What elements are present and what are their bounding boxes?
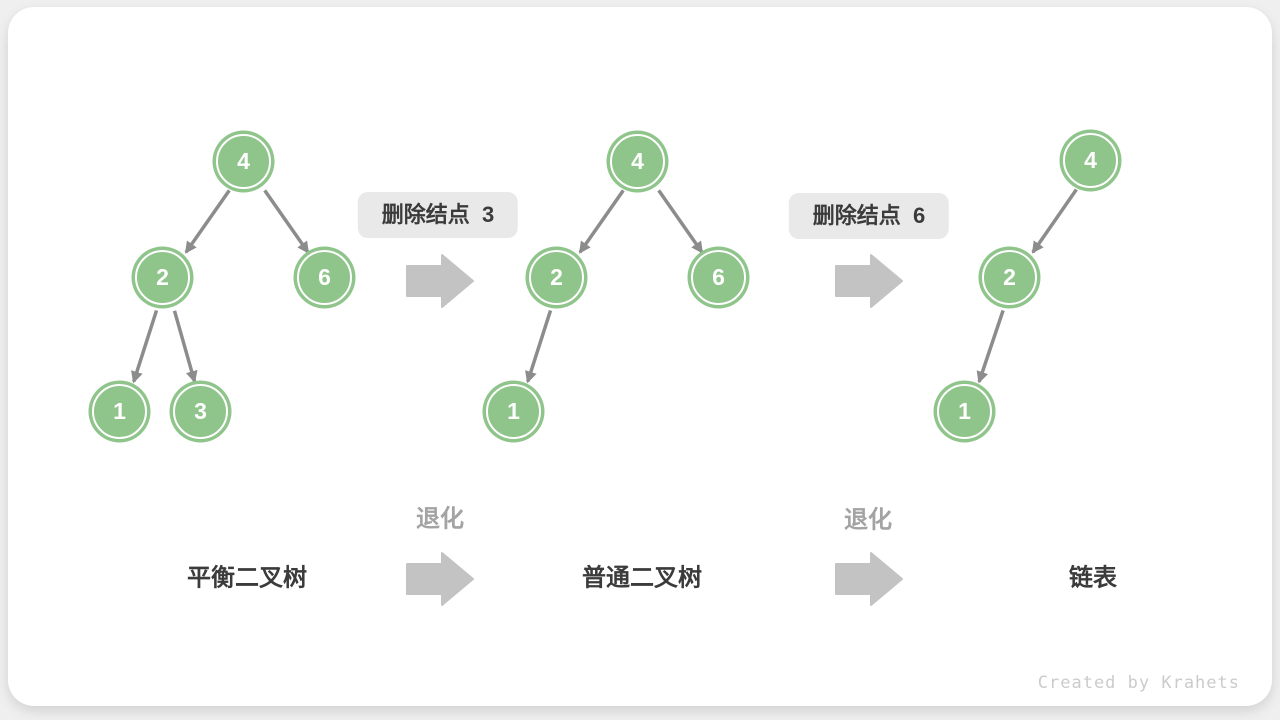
- step-label: 删除结点 3: [357, 192, 519, 238]
- tree-node-value: 1: [958, 398, 971, 424]
- watermark: Created by Krahets: [1037, 673, 1240, 693]
- degrade-label: 退化: [844, 506, 892, 534]
- tree-node: 2: [982, 250, 1037, 305]
- edge-arrow: [657, 189, 704, 254]
- tree-node-value: 1: [507, 398, 520, 424]
- tree-node: 2: [529, 250, 584, 305]
- edge-arrow: [131, 309, 159, 384]
- edge-arrow: [1031, 188, 1078, 254]
- right-block-arrow-icon: [406, 552, 474, 606]
- tree-node: 6: [297, 250, 352, 305]
- tree-node-value: 2: [550, 264, 563, 290]
- tree-node: 1: [937, 384, 992, 439]
- tree-node: 4: [1063, 133, 1118, 188]
- stage-label-balanced-binary-tree: 平衡二叉树: [187, 564, 307, 592]
- tree-node: 1: [486, 384, 541, 439]
- right-block-arrow-icon: [406, 254, 474, 308]
- edge-arrow: [976, 309, 1005, 384]
- tree-node-value: 3: [194, 398, 207, 424]
- tree-node: 3: [173, 384, 228, 439]
- edge-arrow: [525, 309, 553, 384]
- tree-node-value: 4: [237, 148, 250, 174]
- edge-arrow: [263, 189, 310, 254]
- step-label: 删除结点 6: [788, 193, 950, 239]
- edge-arrow: [184, 189, 231, 254]
- tree-node: 4: [610, 134, 665, 189]
- tree-node-value: 4: [631, 148, 644, 174]
- tree-node: 6: [691, 250, 746, 305]
- tree-node-value: 6: [318, 264, 331, 290]
- tree-node-value: 2: [1003, 264, 1016, 290]
- stage-label-linked-list: 链表: [1069, 564, 1117, 592]
- stage-label-ordinary-binary-tree: 普通二叉树: [582, 564, 702, 592]
- tree-node: 1: [92, 384, 147, 439]
- tree-node-value: 4: [1084, 147, 1097, 173]
- tree-node: 2: [135, 250, 190, 305]
- tree-node-value: 2: [156, 264, 169, 290]
- tree-node: 4: [216, 134, 271, 189]
- edge-arrow: [172, 310, 198, 384]
- right-block-arrow-icon: [835, 552, 903, 606]
- tree-node-value: 6: [712, 264, 725, 290]
- tree-node-value: 1: [113, 398, 126, 424]
- diagram-card: [8, 7, 1272, 706]
- edge-arrow: [578, 189, 625, 254]
- degrade-label: 退化: [416, 505, 464, 533]
- right-block-arrow-icon: [835, 254, 903, 308]
